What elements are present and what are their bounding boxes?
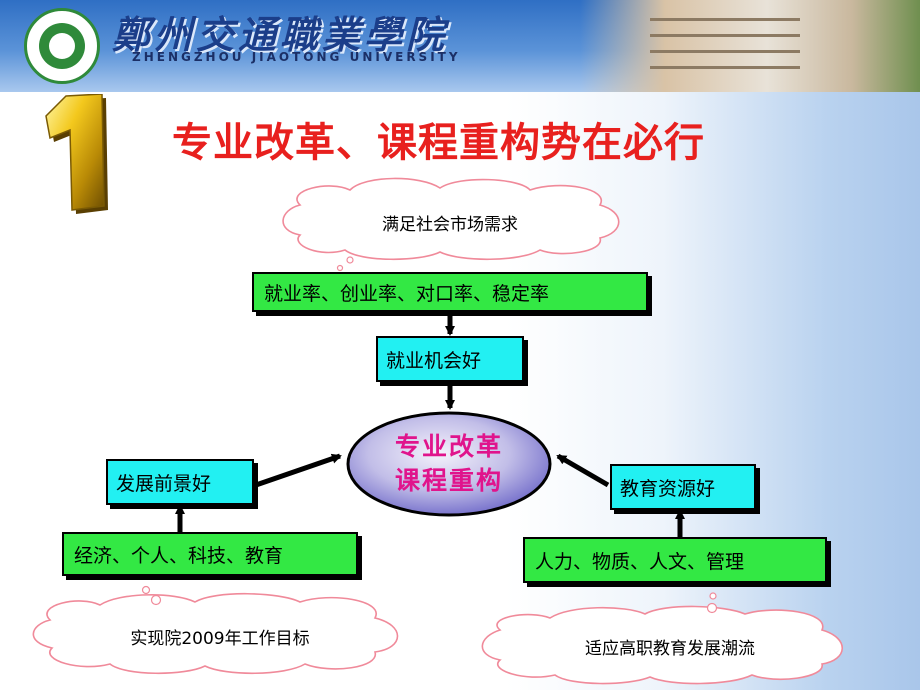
center-label: 专业改革 课程重构 bbox=[345, 430, 553, 498]
cloud-left-text: 实现院2009年工作目标 bbox=[130, 629, 310, 649]
arrow-prospects-to-center bbox=[255, 453, 342, 488]
box-factors-right: 人力、物质、人文、管理 bbox=[523, 537, 827, 583]
cloud-top-text: 满足社会市场需求 bbox=[382, 215, 518, 235]
campus-photo bbox=[580, 0, 920, 92]
cloud-bubble bbox=[336, 264, 344, 272]
school-logo bbox=[24, 8, 100, 84]
cloud-top-shape bbox=[282, 177, 620, 261]
school-name-en: ZHENGZHOU JIAOTONG UNIVERSITY bbox=[132, 50, 461, 64]
slide-title: 专业改革、课程重构势在必行 bbox=[172, 120, 705, 166]
cloud-right-text: 适应高职教育发展潮流 bbox=[585, 639, 755, 659]
box-education-resources: 教育资源好 bbox=[610, 464, 756, 510]
building-line bbox=[650, 34, 800, 37]
header-banner: 鄭州交通職業學院 ZHENGZHOU JIAOTONG UNIVERSITY bbox=[0, 0, 920, 92]
center-label-line2: 课程重构 bbox=[394, 466, 503, 495]
building-line bbox=[650, 18, 800, 21]
number-one-badge-icon: 1 bbox=[45, 94, 108, 214]
arrow-resources-to-center bbox=[556, 453, 610, 488]
cloud-left-shape bbox=[32, 592, 399, 675]
building-line bbox=[650, 50, 800, 53]
cloud-bubble bbox=[709, 592, 717, 600]
cloud-bubble bbox=[706, 602, 718, 614]
box-factors-left: 经济、个人、科技、教育 bbox=[62, 532, 358, 576]
logo-core bbox=[49, 33, 75, 59]
center-ellipse bbox=[346, 411, 552, 517]
box-employment-rates: 就业率、创业率、对口率、稳定率 bbox=[252, 272, 648, 312]
school-name-cn: 鄭州交通職業學院 bbox=[112, 12, 449, 57]
cloud-bubble bbox=[141, 585, 151, 595]
cloud-right-shape bbox=[481, 605, 843, 685]
box-development-prospects: 发展前景好 bbox=[106, 459, 254, 505]
center-label-line1: 专业改革 bbox=[394, 432, 503, 461]
cloud-bubble bbox=[346, 256, 354, 264]
box-employment-opportunity: 就业机会好 bbox=[376, 336, 524, 382]
cloud-bubble bbox=[150, 594, 162, 606]
building-line bbox=[650, 66, 800, 69]
